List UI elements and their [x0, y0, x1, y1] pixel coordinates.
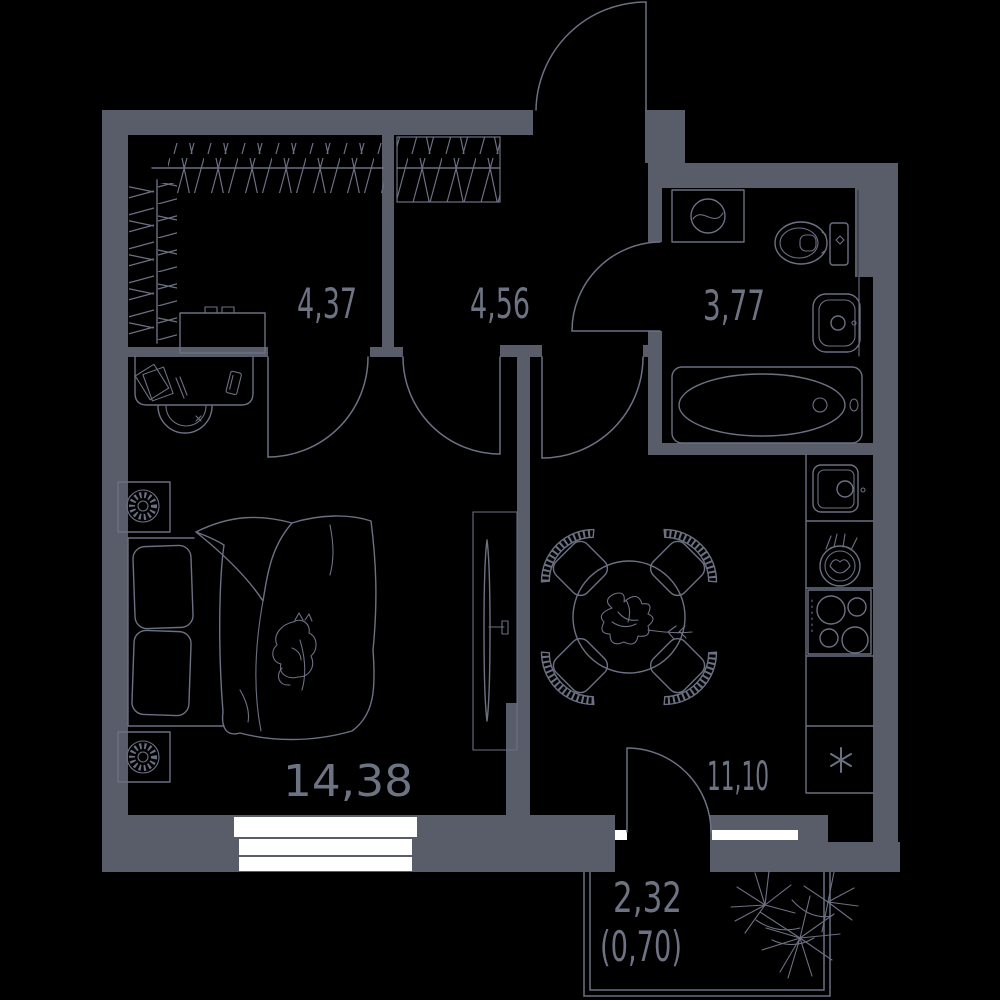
room-labels: 4,37 4,56 3,77 14,38 11,10 2,32 (0,70) [283, 279, 769, 971]
tv-panel-icon [472, 511, 518, 751]
bathroom-fixtures [671, 189, 863, 444]
doors [267, 1, 712, 833]
balcony-plant-icon [730, 870, 859, 979]
table-plant-icon [600, 592, 693, 645]
wall-right-upper-block [855, 163, 898, 277]
blanket-fold [195, 522, 293, 602]
living-door-icon [541, 356, 644, 459]
boiler-vent-icon [819, 533, 861, 587]
nightstand-top-icon [117, 481, 171, 533]
wall-bottom-kitchen-pier [798, 815, 828, 872]
bedroom-window-pane1 [239, 839, 412, 855]
washbasin-icon [812, 276, 861, 357]
bedroom-door-icon [402, 356, 501, 455]
wall-entrance-right [645, 110, 685, 163]
dining-table-icon [572, 560, 693, 674]
bedroom-window-pane2 [239, 857, 412, 871]
wall-bedroom-top-left [128, 347, 268, 357]
bathroom-area-label: 3,77 [703, 281, 765, 330]
bathroom-door-icon [571, 241, 661, 332]
cat-icon [272, 612, 317, 686]
wall-bottom-kitchen-right [828, 842, 900, 872]
wall-pier-central [506, 703, 530, 817]
wall-top-exterior [102, 110, 533, 135]
wall-dressing-hallway [382, 135, 394, 357]
toilet-icon [774, 221, 849, 266]
nightstand-bottom-icon [117, 731, 171, 783]
entrance-door-icon [535, 1, 647, 111]
wall-bedroom-living [517, 345, 530, 703]
cooktop-icon [807, 589, 872, 655]
wardrobe-hatch-left [129, 183, 177, 343]
bedroom-window-sill [234, 817, 417, 837]
wall-left-exterior [102, 110, 128, 872]
balcony-door-icon [626, 747, 712, 833]
dressing-door-icon [267, 356, 369, 458]
pen-icon [175, 376, 188, 399]
wall-right-exterior [873, 277, 898, 872]
bedroom-furniture [117, 356, 518, 783]
bedroom-area-label: 14,38 [283, 756, 413, 807]
desk-chair-icon [157, 405, 213, 434]
wall-bottom-kitchen-left [517, 815, 615, 872]
kitchen-sink-icon [812, 464, 866, 513]
desk-icon [134, 356, 254, 406]
kitchen-window-pane [712, 830, 798, 840]
washing-machine-icon [671, 189, 745, 243]
balcony-area-label: 2,32 [613, 873, 682, 922]
hallway-area-label: 4,56 [470, 279, 530, 328]
wall-bathroom-left-lower [648, 331, 662, 455]
wall-bottom-kitchen-window [710, 815, 798, 872]
hallway-closet [396, 136, 501, 203]
windows [234, 817, 798, 871]
wall-bathroom-left-upper [648, 163, 662, 242]
kitchen-living-area-label: 11,10 [707, 754, 769, 800]
bathtub-icon [671, 366, 863, 444]
kitchen-counter [531, 454, 874, 794]
cup-icon [225, 370, 242, 396]
bed-icon [127, 515, 377, 741]
walls [102, 110, 900, 872]
closet-hatch [396, 136, 501, 203]
dresser-icon [179, 306, 266, 354]
balcony-door-threshold [615, 830, 627, 840]
balcony-reduced-area-label: (0,70) [600, 922, 682, 971]
wall-bathroom-top [658, 163, 855, 188]
wall-bathroom-bottom [648, 443, 873, 455]
wall-bedroom-top-stub [370, 347, 403, 357]
balcony-outline [583, 870, 859, 997]
fridge-asterisk-icon [830, 747, 852, 773]
dressing-room [129, 143, 385, 354]
dressing-area-label: 4,37 [297, 279, 357, 328]
blanket-outline [195, 515, 377, 741]
